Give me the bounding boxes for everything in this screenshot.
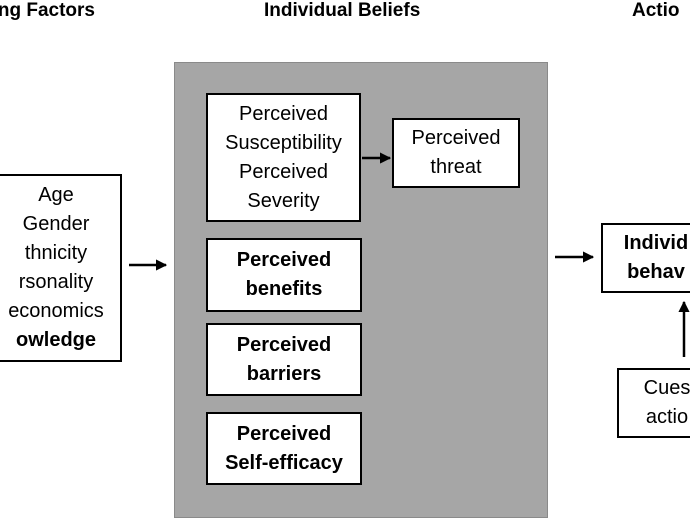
self-efficacy-line-1: Perceived <box>236 422 332 445</box>
behavior-line-2: behav <box>627 261 685 283</box>
individual-behavior-box: Individ behav <box>601 223 690 293</box>
factor-socioeconomics: economics <box>8 300 104 322</box>
severity-line-2: Severity <box>247 189 320 212</box>
cues-line-2: actio <box>645 406 689 428</box>
barriers-line-1: Perceived <box>236 333 332 356</box>
perceived-threat-box: Perceived threat <box>392 118 520 188</box>
self-efficacy-line-2: Self-efficacy <box>225 451 343 474</box>
factor-knowledge: owledge <box>15 329 96 351</box>
cues-to-action-box: Cues actio <box>617 368 690 438</box>
heading-modifying-factors: ying Factors <box>0 0 95 21</box>
factor-personality: rsonality <box>18 271 94 293</box>
barriers-line-2: barriers <box>246 362 322 385</box>
susceptibility-line-2: Susceptibility <box>225 131 342 154</box>
factor-age: Age <box>38 184 74 206</box>
threat-line-2: threat <box>430 156 482 178</box>
susceptibility-line-1: Perceived <box>239 102 328 125</box>
perceived-self-efficacy-box: Perceived Self-efficacy <box>206 412 362 485</box>
modifying-factors-box: Age Gender thnicity rsonality economics … <box>0 174 122 362</box>
threat-line-1: Perceived <box>411 127 501 149</box>
susceptibility-severity-box: Perceived Susceptibility Perceived Sever… <box>206 93 361 222</box>
heading-individual-beliefs: Individual Beliefs <box>264 0 421 21</box>
behavior-line-1: Individ <box>623 232 689 254</box>
heading-action: Actio <box>632 0 680 21</box>
severity-line-1: Perceived <box>239 160 328 183</box>
perceived-benefits-box: Perceived benefits <box>206 238 362 312</box>
cues-line-1: Cues <box>643 377 690 399</box>
benefits-line-1: Perceived <box>236 249 332 271</box>
factor-ethnicity: thnicity <box>24 242 88 264</box>
benefits-line-2: benefits <box>245 278 323 300</box>
factor-gender: Gender <box>22 213 90 235</box>
perceived-barriers-box: Perceived barriers <box>206 323 362 396</box>
